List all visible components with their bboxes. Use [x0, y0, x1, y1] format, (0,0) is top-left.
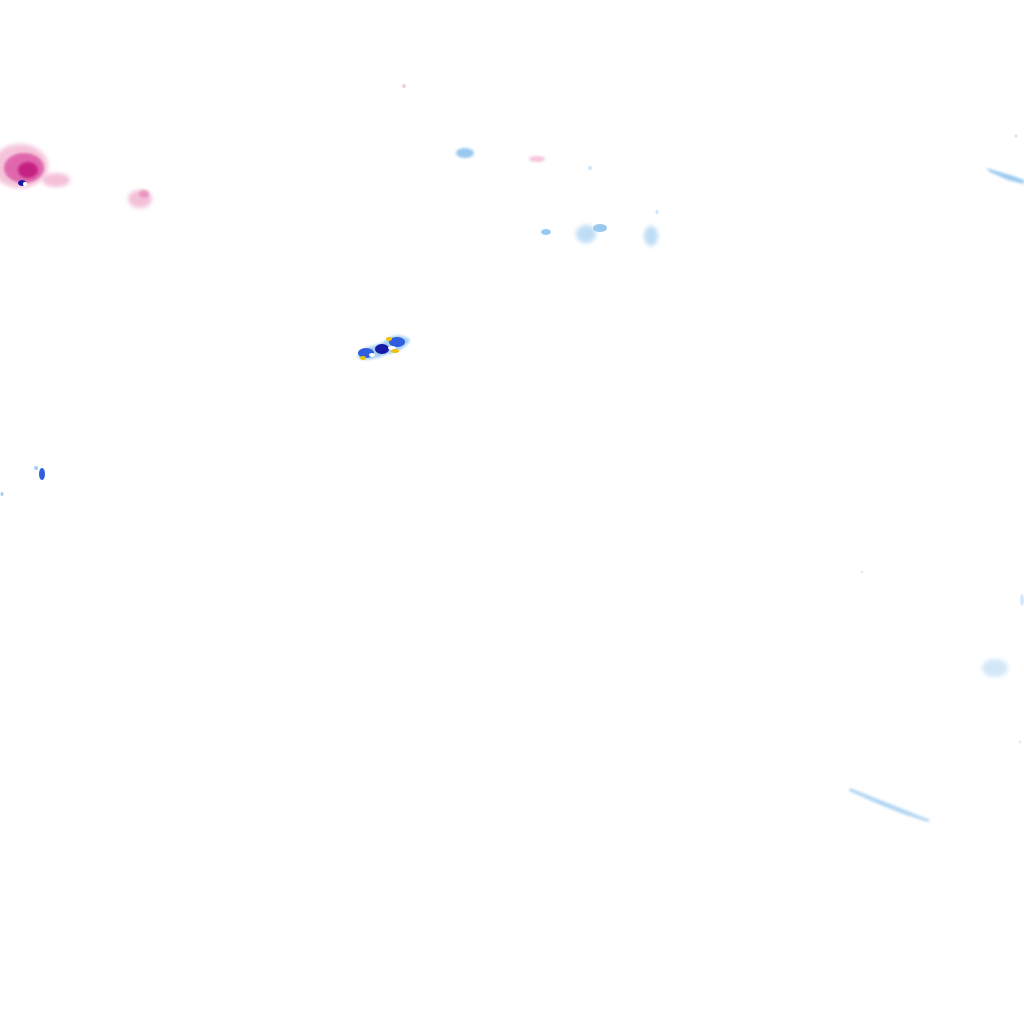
mixed-cell-west-trail [128, 84, 545, 208]
light-rain-northeast-edge [986, 134, 1024, 184]
rain-speck-west [0, 466, 45, 496]
light-rain-north-cluster [456, 148, 659, 246]
light-rain-southeast-streak [849, 788, 930, 822]
mixed-cell-northwest [0, 144, 70, 188]
rain-cell-central [358, 335, 410, 360]
light-rain-east [860, 570, 1024, 744]
